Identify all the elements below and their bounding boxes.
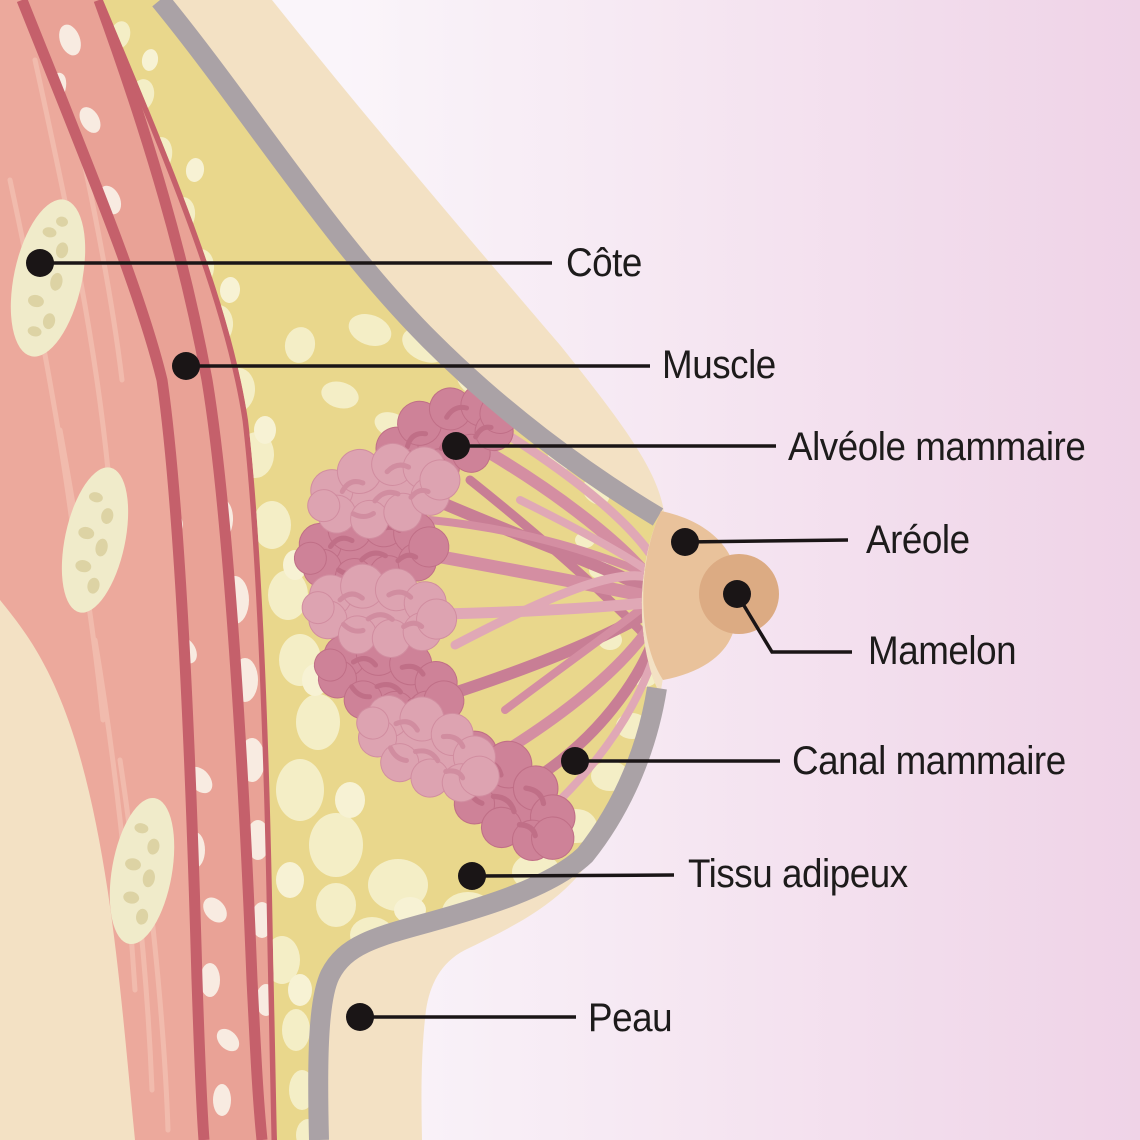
ribs	[10, 199, 175, 945]
label-cote: Côte	[566, 241, 642, 285]
dot-mamelon	[723, 580, 751, 608]
dot-alveole	[442, 432, 470, 460]
label-mamelon: Mamelon	[868, 629, 1017, 673]
skin-line	[152, 0, 667, 1140]
label-alveole: Alvéole mammaire	[788, 425, 1086, 469]
label-canal: Canal mammaire	[792, 739, 1066, 783]
leader-tissu	[471, 873, 675, 878]
label-areole: Aréole	[866, 518, 970, 562]
rib-speckles	[75, 492, 114, 594]
dot-peau	[346, 1003, 374, 1031]
dot-cote	[26, 249, 54, 277]
dot-muscle	[172, 352, 200, 380]
leader-lines	[40, 261, 852, 1019]
dot-tissu	[458, 862, 486, 890]
areola	[643, 511, 737, 680]
rib-speckles	[123, 823, 160, 925]
leader-mamelon	[735, 593, 852, 654]
label-peau: Peau	[588, 996, 673, 1040]
leader-areole	[684, 538, 849, 544]
label-tissu: Tissu adipeux	[688, 852, 908, 896]
dot-areole	[671, 528, 699, 556]
leader-dots	[26, 249, 751, 1031]
label-muscle: Muscle	[662, 343, 776, 387]
dot-canal	[561, 747, 589, 775]
